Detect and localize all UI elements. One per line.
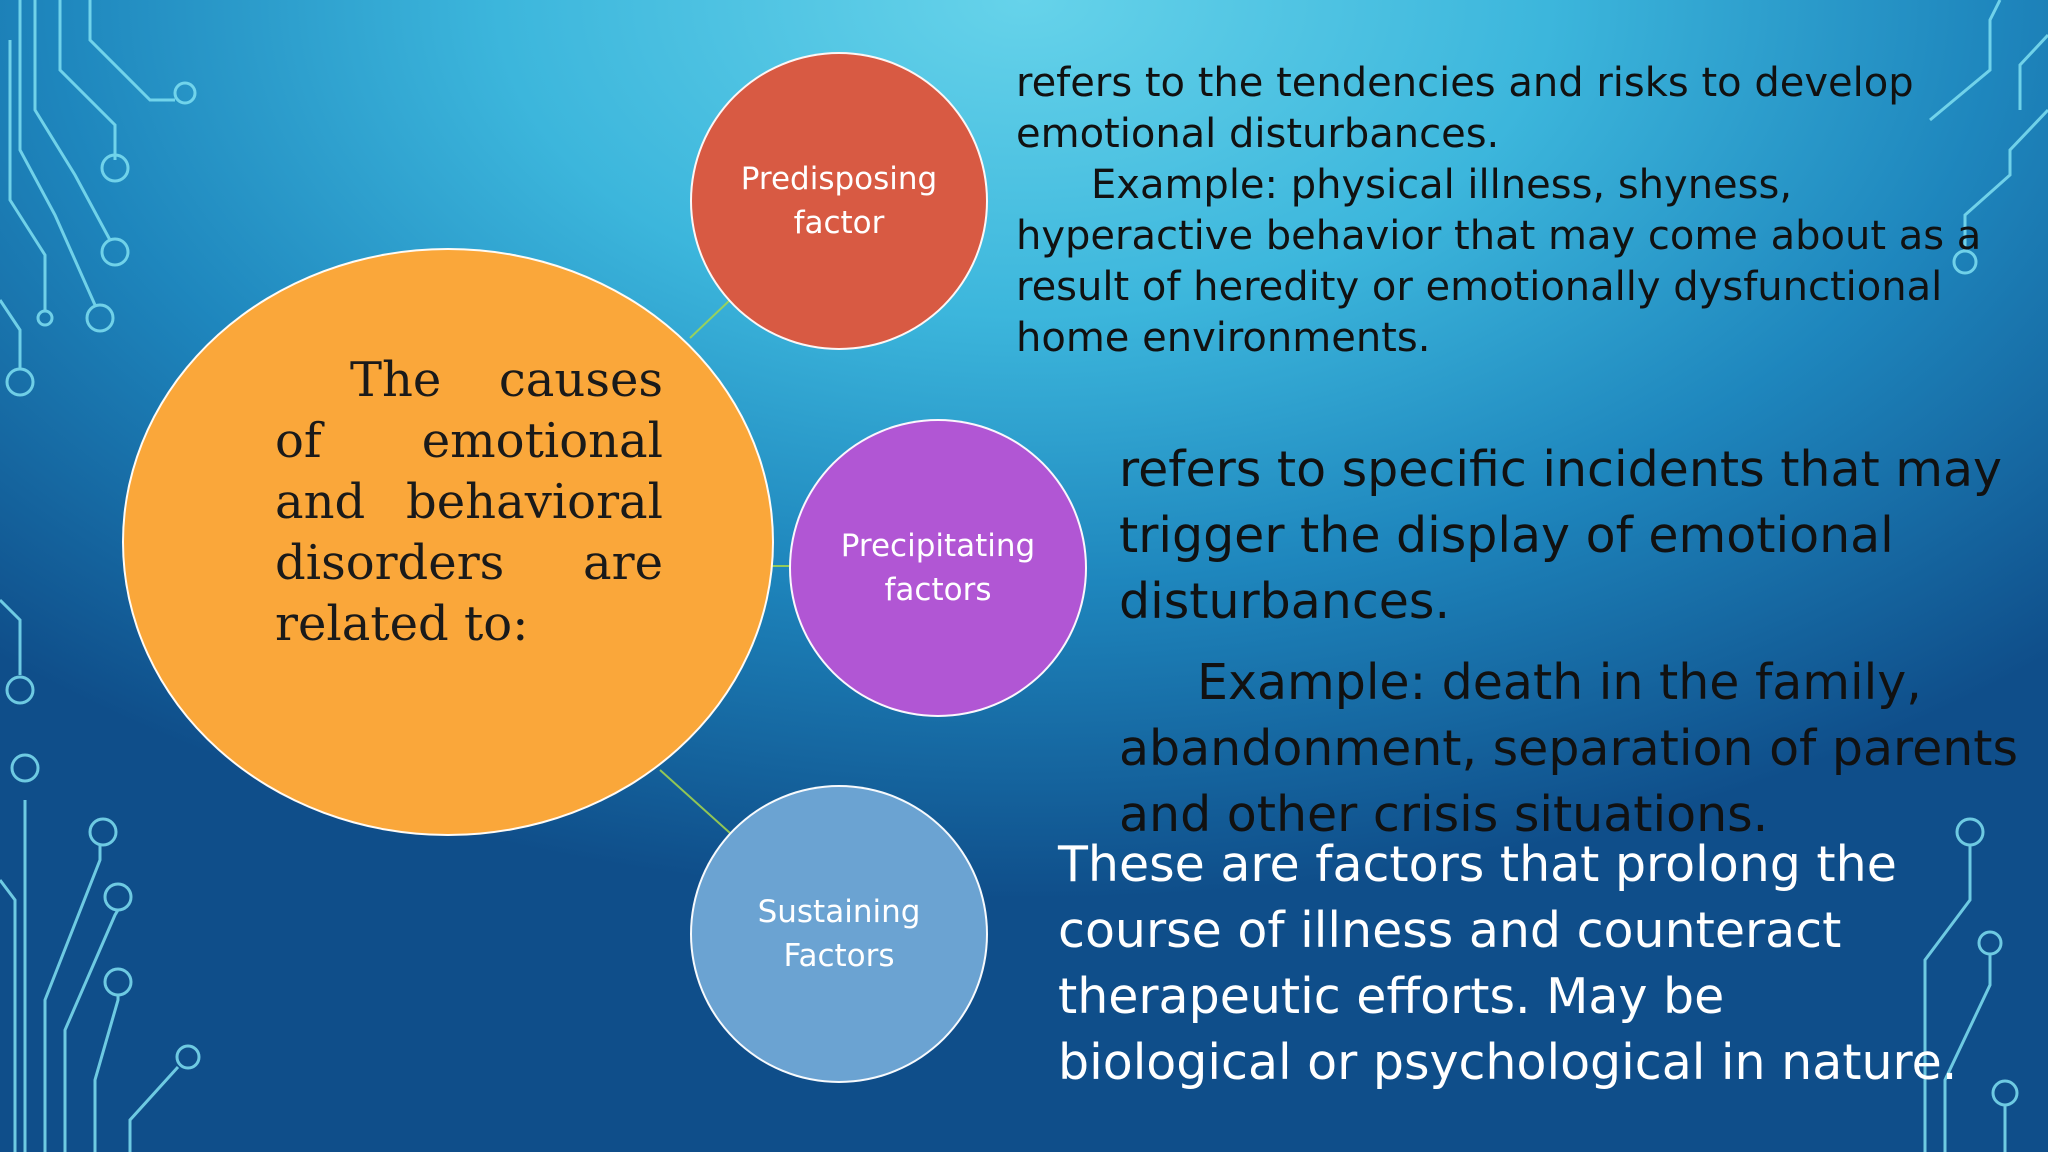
circuit-node bbox=[100, 237, 130, 267]
circuit-node bbox=[5, 367, 35, 397]
circuit-trace bbox=[0, 299, 22, 370]
circuit-trace bbox=[58, 0, 117, 160]
circuit-node bbox=[100, 153, 130, 183]
circuit-trace bbox=[1923, 845, 1972, 1152]
circuit-trace bbox=[2018, 33, 2048, 110]
circuit-node bbox=[10, 753, 40, 783]
circuit-trace bbox=[63, 909, 120, 1152]
circuit-node bbox=[1977, 930, 2003, 956]
circuit-trace bbox=[1943, 955, 1992, 1152]
center-text: The causes of emotional and behavioral d… bbox=[275, 352, 663, 652]
circuit-trace bbox=[93, 995, 120, 1152]
circuit-node bbox=[103, 882, 133, 912]
circuit-node bbox=[5, 675, 35, 705]
circuit-node bbox=[88, 817, 118, 847]
sustaining-label: Sustaining Factors bbox=[757, 894, 921, 974]
precipitating-description: refers to specific incidents that may tr… bbox=[1119, 441, 2003, 630]
circuit-node bbox=[1952, 249, 1978, 275]
circuit-trace bbox=[8, 40, 47, 310]
precipitating-label: Precipitating factors bbox=[840, 528, 1036, 608]
sustaining-circle: Sustaining Factors bbox=[690, 785, 988, 1083]
circuit-trace bbox=[1929, 0, 2002, 122]
circuit-node bbox=[173, 81, 197, 105]
circuit-trace bbox=[1963, 108, 2048, 250]
circuit-node bbox=[1991, 1079, 2019, 1107]
circuit-trace bbox=[33, 0, 112, 241]
circuit-node bbox=[85, 303, 115, 333]
circuit-trace bbox=[128, 1065, 180, 1152]
circuit-node bbox=[1955, 817, 1985, 847]
center-circle bbox=[122, 248, 774, 836]
circuit-trace bbox=[0, 598, 22, 675]
predisposing-description-block: refers to the tendencies and risks to de… bbox=[1016, 58, 2016, 364]
circuit-trace bbox=[88, 0, 175, 102]
precipitating-example: Example: death in the family, abandonmen… bbox=[1119, 654, 2019, 843]
circuit-trace bbox=[43, 845, 102, 1152]
predisposing-description: refers to the tendencies and risks to de… bbox=[1016, 60, 1914, 157]
circuit-trace bbox=[0, 879, 17, 1152]
connector-sustaining bbox=[659, 769, 731, 834]
precipitating-circle: Precipitating factors bbox=[789, 419, 1087, 717]
predisposing-circle: Predisposing factor bbox=[690, 52, 988, 350]
sustaining-description: These are factors that prolong the cours… bbox=[1058, 836, 1958, 1091]
circuit-node bbox=[175, 1044, 201, 1070]
connector-predisposing bbox=[689, 299, 731, 339]
circuit-node bbox=[103, 967, 133, 997]
predisposing-example: Example: physical illness, shyness, hype… bbox=[1016, 162, 1982, 361]
circuit-node bbox=[36, 309, 54, 327]
circuit-trace bbox=[18, 0, 97, 306]
predisposing-label: Predisposing factor bbox=[740, 161, 938, 241]
